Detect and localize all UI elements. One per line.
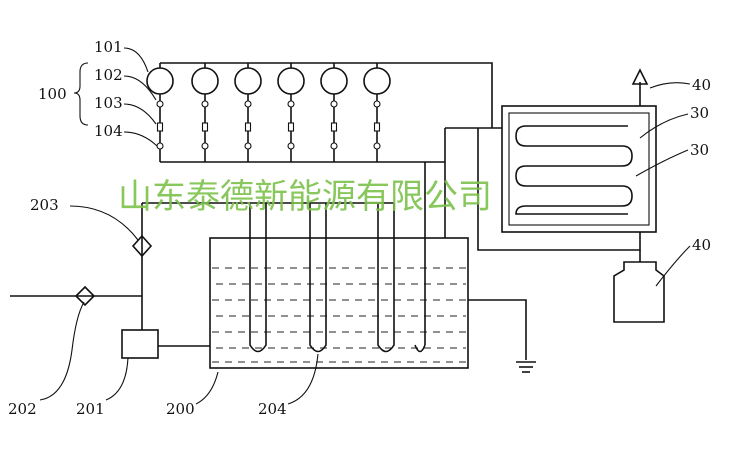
right-leaders: [635, 82, 691, 287]
condenser-inner: [508, 112, 650, 226]
electrode-tubes: [249, 203, 395, 353]
bottom-leaders: [39, 205, 319, 405]
valve-dots: [156, 100, 381, 108]
label-100: 100: [38, 85, 67, 103]
condenser-loop: [477, 128, 641, 251]
return-pipe: [414, 344, 426, 353]
detector-leaders: [123, 47, 158, 147]
flowmeter-marks: [156, 122, 381, 132]
label-202: 202: [8, 400, 37, 418]
condenser-outer: [501, 105, 657, 233]
ground-icon: [516, 361, 536, 373]
pump-201: [121, 329, 159, 359]
top-pipe: [160, 62, 493, 128]
label-103: 103: [94, 94, 123, 112]
valve-202: [74, 285, 96, 307]
label-40-top: 40: [692, 76, 711, 94]
label-104: 104: [94, 122, 123, 140]
condenser-coil: [515, 125, 633, 215]
label-101: 101: [94, 38, 123, 56]
label-203: 203: [30, 196, 59, 214]
label-102: 102: [94, 66, 123, 84]
label-30-a: 30: [690, 104, 709, 122]
electrolysis-tank: [209, 237, 469, 369]
label-200: 200: [166, 400, 195, 418]
label-204: 204: [258, 400, 287, 418]
outlet-arrow-icon: [631, 68, 649, 85]
label-30-b: 30: [690, 141, 709, 159]
valve-203: [131, 234, 153, 258]
check-valve-dots: [156, 142, 381, 150]
gauge-circles: [146, 67, 391, 95]
ground-wire: [468, 299, 527, 360]
label-201: 201: [76, 400, 105, 418]
group-brace: [73, 62, 89, 126]
label-40-bottom: 40: [692, 236, 711, 254]
company-watermark: 山东泰德新能源有限公司: [118, 177, 492, 217]
collector-bottle: [613, 261, 665, 323]
